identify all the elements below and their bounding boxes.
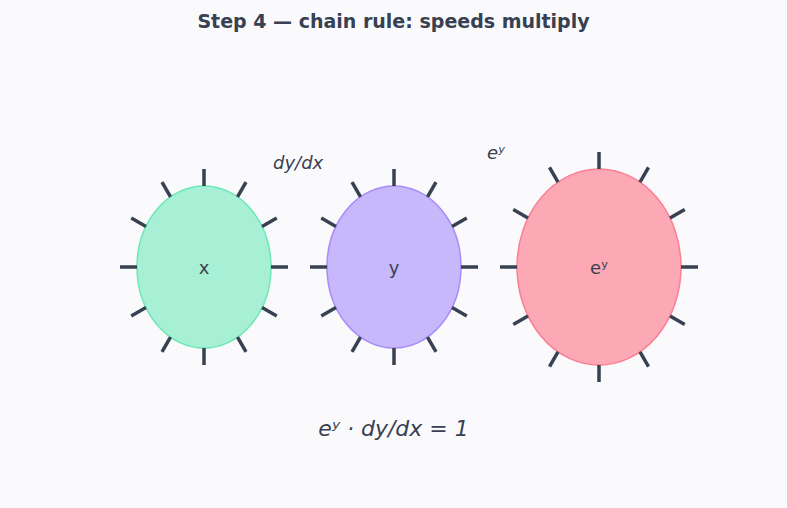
gear-tooth [202,169,206,186]
gear-tooth [162,182,171,197]
gear-tooth [597,152,601,169]
gear-node: eʸ [516,168,682,366]
diagram-title: Step 4 — chain rule: speeds multiply [0,10,787,32]
gear-tooth [597,365,601,382]
gear-tooth [238,337,247,352]
gear-tooth [452,308,467,317]
gear-tooth [271,265,288,269]
gear-tooth [670,316,685,325]
gear-body [327,186,461,348]
gear-tooth [640,352,649,367]
gear-tooth [428,337,437,352]
gear-body [517,169,681,365]
gear-tooth [670,210,685,219]
gear-tooth [513,210,528,219]
gear-tooth [262,308,277,317]
gear-tooth [392,169,396,186]
gear-label: y [389,257,400,278]
gear-node: y [326,185,462,349]
gear-label: x [199,257,210,278]
gear-tooth [500,265,517,269]
gear-tooth [120,265,137,269]
ratio-label: dy/dx [273,152,323,173]
gear-tooth [202,348,206,365]
gear-label: eʸ [590,257,608,278]
gear-tooth [550,352,559,367]
gear-tooth [392,348,396,365]
gear-tooth [321,218,336,227]
gear-tooth [238,182,247,197]
gear-node: x [136,185,272,349]
gear-tooth [310,265,327,269]
gear-tooth [452,218,467,227]
gear-tooth [640,167,649,182]
gear-tooth [513,316,528,325]
equation-caption: eʸ · dy/dx = 1 [0,416,787,441]
gear-tooth [550,167,559,182]
ratio-label: eʸ [487,142,505,163]
gear-tooth [162,337,171,352]
gear-tooth [131,308,146,317]
gear-tooth [428,182,437,197]
gear-tooth [131,218,146,227]
gear-tooth [352,182,361,197]
gear-tooth [262,218,277,227]
gear-tooth [681,265,698,269]
gear-body [137,186,271,348]
gear-tooth [321,308,336,317]
gear-tooth [352,337,361,352]
gear-tooth [461,265,478,269]
